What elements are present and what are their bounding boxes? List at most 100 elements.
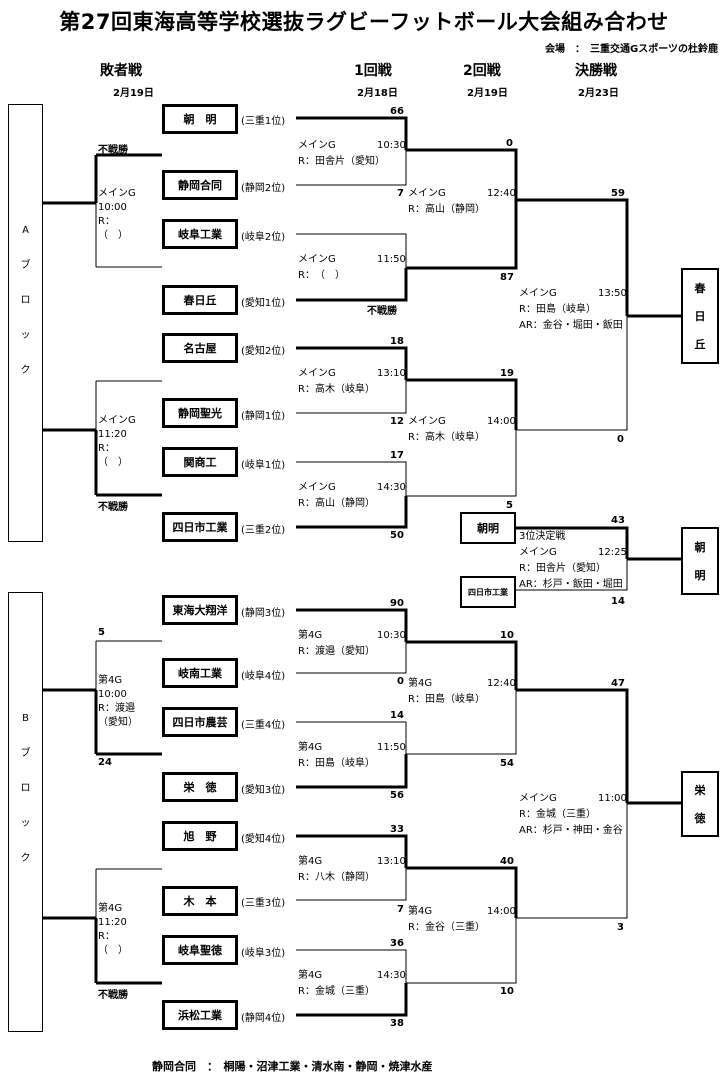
r1-line-a4-bot [296, 496, 408, 529]
r1-line-a2-top [296, 233, 407, 268]
team-seed: (岐阜1位) [241, 460, 286, 471]
score: 0 [397, 676, 404, 687]
match-time: 14:00 [487, 416, 516, 427]
score: 38 [390, 1018, 404, 1029]
team-box: 静岡合同 [162, 170, 238, 200]
score: 59 [611, 188, 625, 199]
match-referee: R：田舎片（愛知） [519, 563, 606, 574]
round-date-r1: 2月18日 [357, 88, 398, 99]
team-seed: (愛知1位) [241, 298, 286, 309]
round-header-consolation: 敗者戦 [100, 63, 142, 79]
match-referee-pref: （ ） [98, 230, 128, 241]
winner-char: 栄 [694, 784, 706, 797]
match-time: 11:50 [377, 254, 406, 265]
team-box: 岐阜聖徳 [162, 935, 238, 965]
block-char: ロ [20, 783, 31, 794]
consolation-top-result: 不戦勝 [98, 145, 128, 156]
score: 7 [397, 188, 404, 199]
score: 66 [390, 106, 404, 117]
match-ground: 第4G [98, 675, 123, 686]
match-time: 12:25 [598, 547, 627, 558]
third-line-bot [516, 559, 628, 591]
match-referee-pref: （ ） [98, 945, 128, 956]
semi-line-a-bot [516, 316, 628, 431]
r1-line-a3-bot [296, 380, 407, 414]
team-seed: (三重1位) [241, 116, 286, 127]
score: 33 [390, 824, 404, 835]
team-seed: (静岡1位) [241, 411, 286, 422]
third-place-title: 3位決定戦 [519, 531, 566, 542]
team-box: 朝 明 [162, 104, 238, 134]
match-referee: R：田島（岐阜） [408, 694, 485, 705]
block-b-label: B ブ ロ ッ ク [8, 592, 43, 1032]
match-ground: 第4G [298, 856, 323, 867]
r1-line-b2-top [296, 721, 407, 754]
team-box: 静岡聖光 [162, 398, 238, 428]
match-time: 11:20 [98, 429, 127, 440]
block-char: ブ [20, 748, 31, 759]
match-ground: 第4G [408, 906, 433, 917]
team-box: 栄 徳 [162, 772, 238, 802]
team-seed: (三重2位) [241, 525, 286, 536]
score: 87 [500, 272, 514, 283]
score: 0 [506, 138, 513, 149]
consolation-bottom-result: 不戦勝 [98, 990, 128, 1001]
team-box: 岐阜工業 [162, 219, 238, 249]
match-ground: メインG [298, 254, 336, 265]
match-referee-pref: （ ） [98, 457, 128, 468]
winner-a-box: 春 日 丘 [681, 268, 719, 364]
venue-label: 会場 ： 三重交通Gスポーツの杜鈴鹿 [544, 44, 718, 55]
match-time: 13:10 [377, 856, 406, 867]
match-time: 13:10 [377, 368, 406, 379]
match-time: 14:00 [487, 906, 516, 917]
team-seed: (岐阜2位) [241, 232, 286, 243]
match-referee: R：田島（岐阜） [298, 758, 375, 769]
match-ground: メインG [408, 188, 446, 199]
match-referee: R：田島（岐阜） [519, 304, 596, 315]
match-time: 10:00 [98, 689, 127, 700]
r2-line-b1-bot [406, 690, 517, 755]
score: 40 [500, 856, 514, 867]
score: 17 [390, 450, 404, 461]
r2-line-b2-bot [406, 918, 517, 984]
match-assistant-referees: AR：杉戸・神田・金谷 [519, 825, 623, 836]
match-ground: メインG [408, 416, 446, 427]
r1-line-a1-top [296, 116, 408, 150]
winner-char: 徳 [694, 812, 706, 825]
winner-b-box: 栄 徳 [681, 771, 719, 837]
semi-line-b-bot [516, 803, 628, 919]
r2-line-b2-top [406, 866, 518, 918]
match-time: 11:50 [377, 742, 406, 753]
r1-line-b4-bot [296, 983, 408, 1017]
r2-line-a2-top [406, 378, 518, 430]
team-seed: (静岡3位) [241, 608, 286, 619]
match-ground: メインG [519, 288, 557, 299]
winner-char: 明 [694, 569, 706, 582]
score: 7 [397, 904, 404, 915]
score: 36 [390, 938, 404, 949]
match-referee: R：金城（三重） [298, 986, 375, 997]
match-referee: R：八木（静岡） [298, 872, 375, 883]
match-time: 12:40 [487, 188, 516, 199]
score: 18 [390, 336, 404, 347]
match-referee: R：金城（三重） [519, 809, 596, 820]
match-ground: メインG [298, 140, 336, 151]
match-time: 11:20 [98, 917, 127, 928]
match-referee: R：田舎片（愛知） [298, 156, 385, 167]
team-seed: (静岡4位) [241, 1013, 286, 1024]
match-referee: R： [98, 931, 115, 942]
consolation-top-result: 5 [98, 627, 105, 638]
team-box: 春日丘 [162, 285, 238, 315]
team-seed: (岐阜3位) [241, 948, 286, 959]
match-time: 10:00 [98, 202, 127, 213]
match-referee: R：高木（岐阜） [408, 432, 485, 443]
match-ground: 第4G [298, 630, 323, 641]
team-seed: (岐阜4位) [241, 671, 286, 682]
r1-line-a4-top [296, 461, 407, 496]
match-ground: 第4G [298, 742, 323, 753]
match-ground: メインG [298, 482, 336, 493]
match-time: 12:40 [487, 678, 516, 689]
match-referee: R： [98, 216, 115, 227]
match-referee: R：高山（静岡） [408, 204, 485, 215]
